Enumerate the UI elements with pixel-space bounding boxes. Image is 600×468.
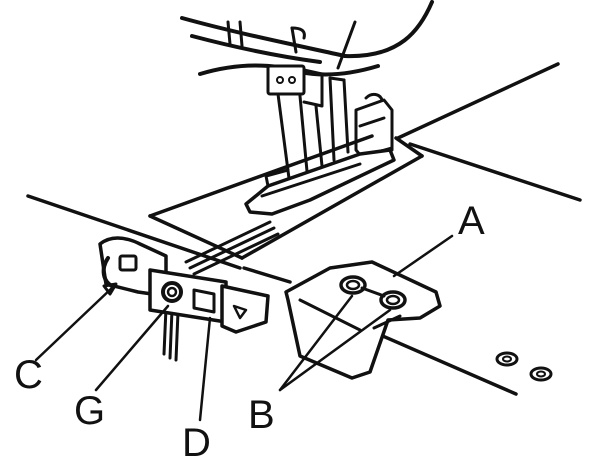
thumbscrew-icon (161, 281, 183, 303)
mounting-screw (339, 275, 367, 295)
attachment-plate (284, 260, 442, 380)
callout-labels: A B C G D (14, 199, 485, 465)
callout-c: C (14, 353, 43, 397)
mounting-screw (379, 290, 407, 310)
threads (162, 220, 280, 362)
leader-lines (34, 234, 454, 422)
lever-icon (118, 254, 138, 272)
direction-arrow-icon (232, 304, 248, 320)
cutter-assembly (98, 236, 270, 334)
machine-head (180, 0, 434, 77)
callout-a: A (458, 199, 485, 243)
callout-b: B (248, 393, 275, 437)
needle-clamp (266, 64, 350, 188)
bed-washers (495, 351, 553, 382)
callout-d: D (182, 421, 211, 465)
callout-g: G (74, 389, 105, 433)
